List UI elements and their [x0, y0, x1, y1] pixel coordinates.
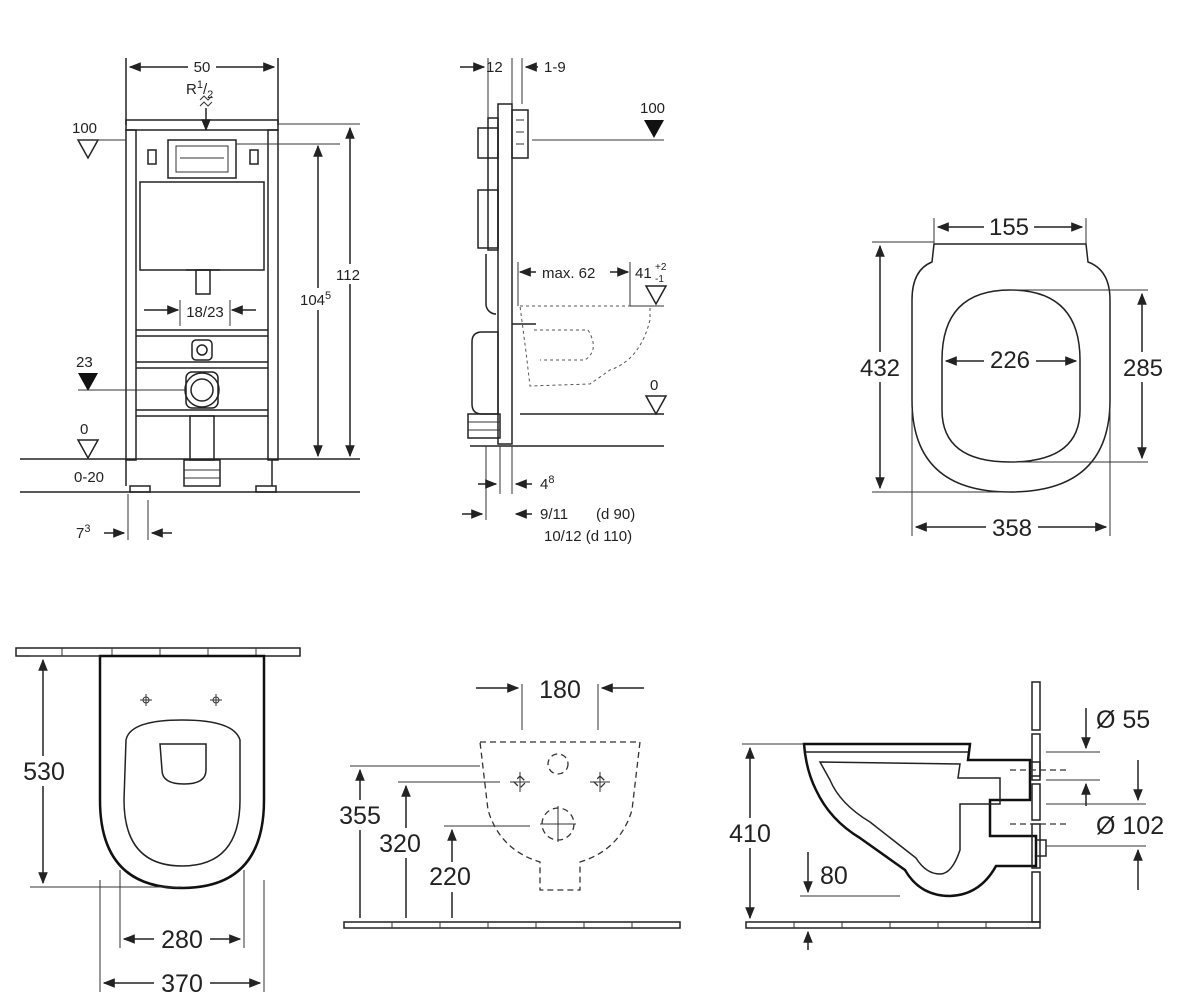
max-62-label: max. 62 — [542, 265, 595, 282]
side-level-0-label: 0 — [650, 377, 658, 394]
seat-opening-226-label: 226 — [990, 347, 1030, 374]
bowl-top-view: 530 280 370 — [15, 647, 301, 998]
offset-48-label: 48 — [540, 474, 554, 493]
bowl-holes-view: 180 355 320 220 — [334, 676, 681, 929]
depth-1-9-label: 1-9 — [544, 59, 566, 76]
seat-opening-285-label: 285 — [1123, 355, 1163, 382]
holes-spacing-180-label: 180 — [539, 676, 581, 704]
tol-minus: -1 — [655, 274, 664, 285]
width-50-label: 50 — [194, 59, 211, 76]
level-0-label: 0 — [80, 421, 88, 438]
bowl-length-530-label: 530 — [23, 758, 65, 786]
height-112-label: 112 — [336, 267, 360, 284]
bowl-side-view: 410 80 Ø 55 Ø 102 — [724, 681, 1164, 950]
level-100-label: 100 — [72, 120, 97, 137]
hole-height-355-label: 355 — [339, 802, 381, 830]
spacing-label: 18/23 — [186, 304, 224, 321]
inlet-diameter-55-label: Ø 55 — [1096, 706, 1150, 734]
height-41-label: 41 — [635, 265, 652, 282]
level-23-label: 23 — [76, 354, 93, 371]
depth-12-label: 12 — [486, 59, 503, 76]
frame-front-view: 50 R1/2 18/23 — [20, 57, 370, 542]
height-1045-label: 1045 — [300, 290, 331, 309]
seat-length-432-label: 432 — [860, 355, 900, 382]
bowl-height-410-label: 410 — [729, 820, 771, 848]
hole-height-320-label: 320 — [379, 830, 421, 858]
bowl-width-280-label: 280 — [161, 926, 203, 954]
seat-width-358-label: 358 — [992, 515, 1032, 542]
pipe-size-label: R1/2 — [186, 79, 213, 101]
tol-plus: +2 — [655, 262, 667, 273]
d90-label: (d 90) — [596, 506, 635, 523]
bowl-width-370-label: 370 — [161, 970, 203, 998]
side-level-100-label: 100 — [640, 100, 665, 117]
outlet-diameter-102-label: Ø 102 — [1096, 812, 1164, 840]
hole-height-220-label: 220 — [429, 863, 471, 891]
dist-10-12-label: 10/12 (d 110) — [544, 528, 632, 545]
floor-adjust-label: 0-20 — [74, 469, 104, 486]
dist-9-11-label: 9/11 — [540, 506, 568, 523]
seat-top-view: 155 226 432 285 358 — [852, 212, 1170, 542]
seat-width-155-label: 155 — [989, 214, 1029, 241]
outlet-height-80-label: 80 — [820, 862, 848, 890]
offset-73-label: 73 — [76, 523, 90, 542]
frame-side-view: 12 1-9 100 max. 62 41 +2 -1 0 — [460, 58, 668, 545]
